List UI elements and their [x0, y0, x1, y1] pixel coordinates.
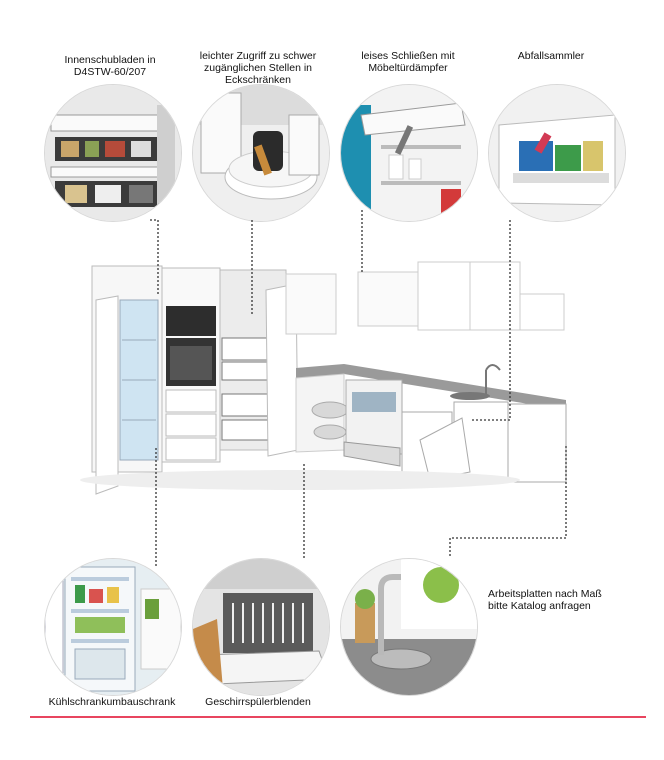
detail-circle-worktop [340, 558, 478, 696]
detail-circle-door-damper [340, 84, 478, 222]
label-waste-collector: Abfallsammler [517, 50, 585, 62]
dishwasher-photo [193, 559, 329, 695]
corner-carousel-photo [193, 85, 329, 221]
door-damper-photo [341, 85, 477, 221]
detail-circle-dishwasher [192, 558, 330, 696]
label-corner-access: leichter Zugriff zu schwer zugänglichen … [199, 50, 317, 86]
detail-circle-drawers [44, 84, 182, 222]
detail-circle-corner-carousel [192, 84, 330, 222]
label-worktops: Arbeitsplatten nach Maß bitte Katalog an… [488, 588, 602, 612]
drawers-photo [45, 85, 181, 221]
worktop-photo [341, 559, 477, 695]
label-dishwasher-panels: Geschirrspülerblenden [205, 696, 311, 708]
label-door-damper: leises Schließen mit Möbeltürdämpfer [361, 50, 455, 74]
fridge-photo [45, 559, 181, 695]
footer-accent-line [30, 716, 646, 718]
waste-collector-photo [489, 85, 625, 221]
label-drawers: Innenschubladen in D4STW-60/207 [64, 54, 156, 78]
detail-circle-fridge [44, 558, 182, 696]
label-fridge-cabinet: Kühlschrankumbauschrank [48, 696, 176, 708]
fridge-door [95, 295, 119, 495]
wall-cabinet-left [357, 271, 419, 327]
detail-circle-waste-collector [488, 84, 626, 222]
